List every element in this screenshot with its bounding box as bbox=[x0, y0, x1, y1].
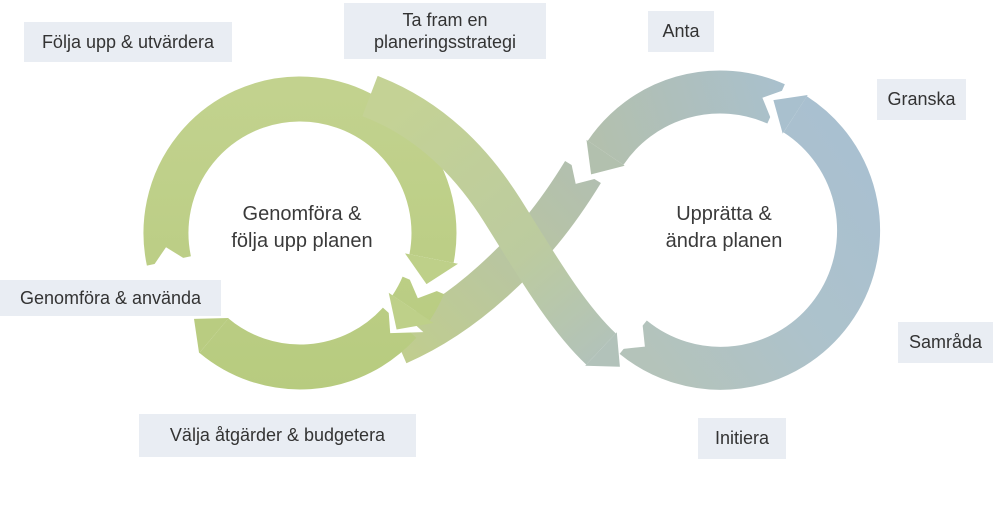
left-loop-title-line1: Genomföra & bbox=[242, 203, 362, 225]
left-loop-title: Genomföra & följa upp planen bbox=[180, 201, 424, 255]
label-text: Granska bbox=[887, 89, 956, 110]
right-ring-bottom-segment bbox=[619, 96, 881, 390]
arrowhead-icon bbox=[405, 253, 458, 285]
left-loop-title-line2: följa upp planen bbox=[231, 230, 373, 252]
label-text-line2: planeringsstrategi bbox=[373, 32, 517, 52]
left-ring-bottom-segment bbox=[199, 307, 417, 390]
arrowhead-icon bbox=[388, 292, 434, 330]
right-loop-title: Upprätta & ändra planen bbox=[604, 201, 844, 255]
label-text: Välja åtgärder & budgetera bbox=[169, 425, 386, 446]
swallowtail-notch bbox=[147, 247, 195, 275]
arrowhead-icon bbox=[585, 332, 620, 367]
arrowhead-icon bbox=[194, 318, 229, 354]
label-chip-genomfora-anvanda: Genomföra & använda bbox=[0, 280, 221, 316]
right-ring-top-segment bbox=[587, 70, 785, 166]
label-chip-anta: Anta bbox=[648, 11, 714, 52]
label-chip-ta-fram-planeringsstrategi: Ta fram en planeringsstrategi bbox=[344, 3, 546, 59]
arrowhead-icon bbox=[586, 139, 625, 175]
left-ring-main-segment bbox=[143, 76, 457, 266]
label-chip-valja-atgarder-budgetera: Välja åtgärder & budgetera bbox=[139, 414, 416, 457]
label-chip-granska: Granska bbox=[877, 79, 966, 120]
label-text: Samråda bbox=[908, 332, 983, 353]
arrowhead-icon bbox=[773, 95, 808, 134]
right-loop-title-line2: ändra planen bbox=[665, 230, 783, 252]
crossing-band-right-to-left bbox=[389, 160, 601, 364]
label-chip-samrada: Samråda bbox=[898, 322, 993, 363]
chevron-notch bbox=[611, 312, 645, 351]
label-text-line1: Ta fram en bbox=[402, 9, 488, 30]
chevron-notch bbox=[569, 152, 607, 184]
label-chip-folja-upp-utvardera: Följa upp & utvärdera bbox=[24, 22, 232, 62]
right-loop-title-line1: Upprätta & bbox=[676, 203, 772, 225]
label-chip-initiera: Initiera bbox=[698, 418, 786, 459]
label-text: Initiera bbox=[714, 428, 770, 449]
label-text: Anta bbox=[662, 21, 700, 42]
label-text: Följa upp & utvärdera bbox=[41, 31, 215, 52]
crossing-band-left-to-right bbox=[361, 75, 617, 365]
label-text: Genomföra & använda bbox=[19, 287, 202, 308]
